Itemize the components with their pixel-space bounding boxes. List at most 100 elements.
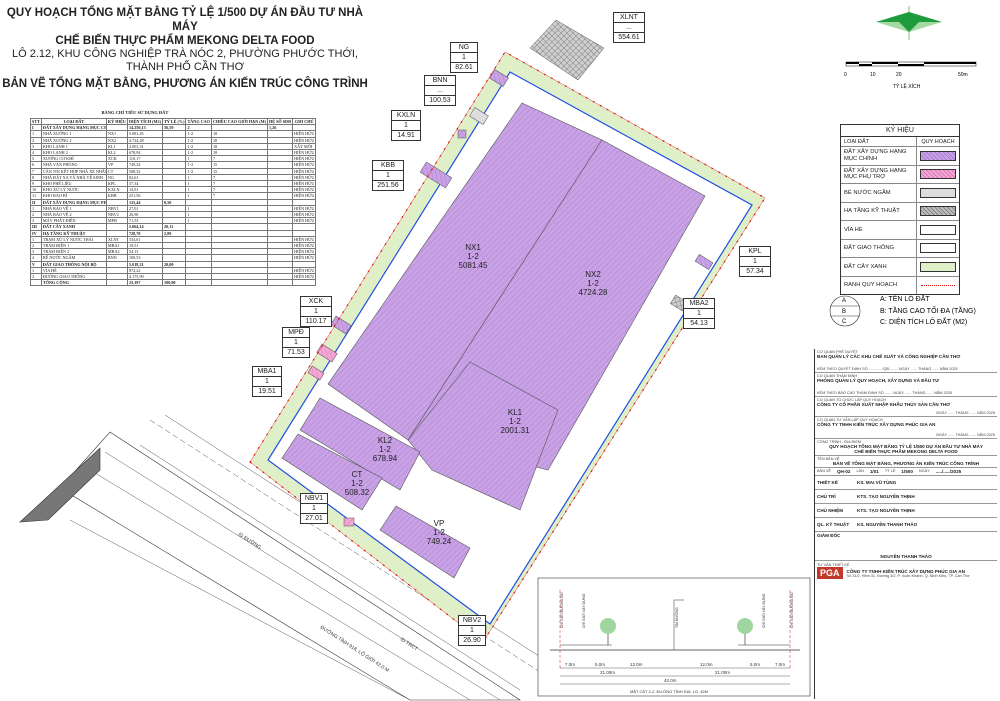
- lot-code: XLNT: [614, 13, 644, 23]
- table-header-cell: KÝ HIỆU: [105, 117, 128, 126]
- lot-floors: 1-2: [433, 528, 445, 537]
- table-cell: HIỆN HỮU: [292, 254, 317, 262]
- lot-label-xlnt: XLNT...554.61: [613, 12, 645, 43]
- table-cell: [185, 260, 212, 268]
- lot-floors: 1: [684, 309, 714, 319]
- table-cell: [185, 254, 212, 262]
- lot-floors: 1-2: [351, 479, 363, 488]
- lot-floors: 1-2: [587, 279, 599, 288]
- tb-date: ...../...../2025: [935, 469, 962, 474]
- table-cell: NBV2: [105, 211, 128, 219]
- lot-floors: ...: [614, 23, 644, 33]
- table-cell: XÂY MỚI: [292, 142, 317, 151]
- table-cell: [105, 273, 128, 281]
- legend-swatch: [917, 150, 959, 161]
- tb-project-label: CÔNG TRÌNH - ĐỊA ĐIỂM: [817, 440, 862, 444]
- tb-company-label: TƯ VẤN THIẾT KẾ: [817, 563, 850, 567]
- lot-area: 2001.31: [500, 426, 530, 435]
- tb-reviewer: CƠ QUAN THẨM ĐỊNH PHÒNG QUẢN LÝ QUY HOẠC…: [815, 373, 997, 397]
- lot-area: 678.94: [372, 454, 398, 463]
- scale-tick-0: 0: [844, 72, 847, 78]
- tb-sheet-label: BẢN VẼ: [817, 469, 831, 473]
- lot-key-b: B: [842, 309, 846, 315]
- lot-floors: 1-2: [379, 445, 391, 454]
- lot-area: 4724.28: [578, 288, 608, 297]
- lot-code: VP: [433, 519, 445, 528]
- lot-floors: 1-2: [467, 252, 479, 261]
- lot-area: 26.90: [463, 637, 481, 644]
- tb-role-name: KS. MAI VŨ TÙNG: [857, 480, 897, 485]
- table-cell: HIỆN HỮU: [292, 242, 317, 250]
- road-section: [537, 577, 811, 697]
- section-subtotal: 21.00m: [600, 670, 615, 675]
- north-arrow: [876, 6, 942, 40]
- legend-swatch: [917, 187, 959, 198]
- legend-item-label: ĐẤT XÂY DỰNG HẠNG MỤC PHỤ TRỢ: [841, 165, 917, 183]
- section-dim: 5.0m: [750, 662, 760, 667]
- table-cell: HIỆN HỮU: [292, 192, 317, 200]
- title-line3: LÔ 2.12, KHU CÔNG NGHIỆP TRÀ NÓC 2, PHƯỜ…: [12, 48, 358, 60]
- lot-code: BNN: [425, 76, 455, 86]
- tb-date-label: NGÀY: [918, 469, 930, 473]
- table-cell: MBA2: [105, 248, 128, 256]
- tb-approval-note: KÈM THEO QUYẾT ĐỊNH SỐ ............ /QĐ-…: [817, 367, 958, 371]
- table-cell: [161, 266, 187, 275]
- company-logo: PGA: [817, 567, 843, 579]
- scale-tick-1: 10: [870, 72, 876, 78]
- table-cell: HIỆN HỮU: [292, 155, 317, 163]
- legend-swatch: [917, 243, 959, 254]
- legend-title: KÝ HIỆU: [841, 125, 959, 137]
- lot-area: 749.24: [426, 537, 452, 546]
- lot-floors: 1-2: [509, 417, 521, 426]
- lot-area: 5081.45: [458, 261, 488, 270]
- table-cell: KXLN: [105, 186, 128, 194]
- legend-item-label: HẠ TẦNG KỸ THUẬT: [841, 202, 917, 220]
- legend-item-label: ĐẤT CÂY XANH: [841, 258, 917, 276]
- table-cell: HIỆN HỮU: [292, 161, 317, 169]
- legend-item: ĐẤT CÂY XANH: [841, 258, 959, 277]
- lot-code: MBA2: [684, 299, 714, 309]
- legend-swatch: [917, 206, 959, 217]
- scale-bar: [845, 61, 977, 67]
- table-cell: HIỆN HỮU: [292, 186, 317, 194]
- table-cell: 100,00: [161, 279, 187, 287]
- section-mark: TIM ĐƯỜNG: [674, 607, 679, 628]
- table-cell: [292, 260, 317, 268]
- lot-key-c: C: [842, 319, 847, 325]
- table-cell: MBA1: [105, 242, 128, 250]
- tb-role-name: KS. NGUYỄN THANH THẢO: [857, 522, 918, 527]
- tb-consultant-date: NGÀY ...... THÁNG ...... NĂM 2025: [936, 433, 995, 437]
- legend-item: BỂ NƯỚC NGẦM: [841, 184, 959, 203]
- tb-director-name: NGUYỄN THANH THẢO: [880, 554, 932, 559]
- lot-code: XCK: [301, 297, 331, 307]
- legend-item: VỈA HÈ: [841, 221, 959, 240]
- lot-floors: 1: [301, 307, 331, 317]
- table-cell: [105, 260, 128, 268]
- legend-item-label: ĐẤT GIAO THÔNG: [841, 239, 917, 257]
- table-cell: [185, 273, 212, 281]
- table-cell: HIỆN HỮU: [292, 130, 317, 138]
- lot-code: NBV2: [459, 616, 485, 626]
- tb-reviewer-name: PHÒNG QUẢN LÝ QUY HOẠCH, XÂY DỰNG VÀ ĐẦU…: [817, 378, 940, 383]
- building-xlnt: [529, 19, 605, 81]
